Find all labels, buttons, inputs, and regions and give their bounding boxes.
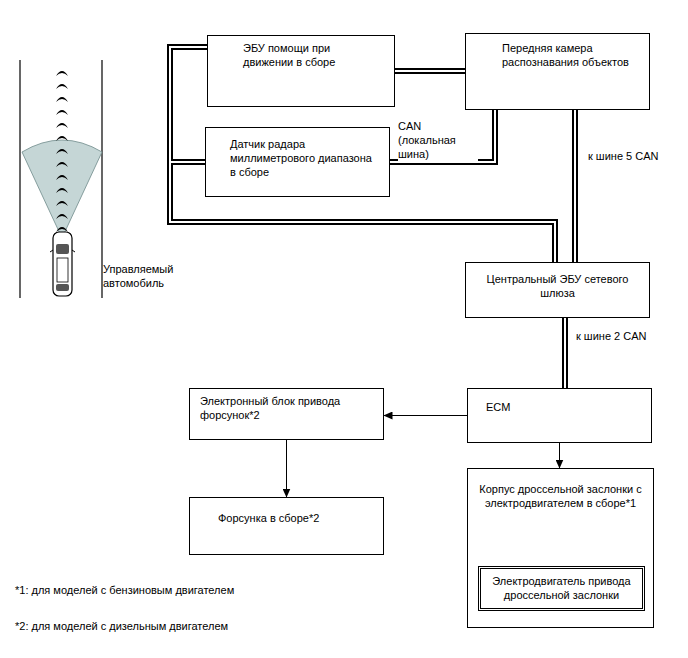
signal-arrow xyxy=(559,443,560,468)
component-box: Передняя камера распознавания объектов xyxy=(465,33,650,110)
box-label: ECM xyxy=(486,401,636,415)
bus-core xyxy=(395,70,465,72)
bus-core xyxy=(574,110,576,262)
signal-arrow xyxy=(286,440,287,497)
box-label: Передняя камера распознавания объектов xyxy=(502,42,642,70)
box-label: Корпус дроссельной заслонки с электродви… xyxy=(478,483,643,511)
component-box: Датчик радара миллиметрового диапазона в… xyxy=(205,127,390,197)
bus-core xyxy=(564,318,566,388)
box-label: Электродвигатель привода дроссельной зас… xyxy=(489,575,634,603)
component-box: ECM xyxy=(467,388,652,443)
motor-box: Электродвигатель привода дроссельной зас… xyxy=(478,566,645,611)
can-bus-line xyxy=(565,318,566,388)
lane-line xyxy=(19,60,20,298)
component-box: Центральный ЭБУ сетевого шлюза xyxy=(465,262,650,318)
footnote: *2: для моделей с дизельным двигателем xyxy=(15,620,315,634)
can-bus-line xyxy=(395,71,465,72)
bus-label: CAN (локальная шина) xyxy=(398,120,478,161)
component-box: ЭБУ помощи при движении в сборе xyxy=(207,35,395,107)
box-label: Форсунка в сборе*2 xyxy=(218,512,378,526)
component-box: Электронный блок привода форсунок*2 xyxy=(189,388,384,440)
box-label: ЭБУ помощи при движении в сборе xyxy=(243,42,383,70)
signal-arrow xyxy=(384,415,467,416)
sensor-range xyxy=(22,140,102,238)
component-box: Корпус дроссельной заслонки с электродви… xyxy=(467,468,654,628)
component-box: Форсунка в сборе*2 xyxy=(189,497,384,555)
box-label: Центральный ЭБУ сетевого шлюза xyxy=(476,273,639,301)
box-label: Электронный блок привода форсунок*2 xyxy=(200,395,375,423)
bus-label: к шине 5 CAN xyxy=(588,150,678,164)
car-symbol xyxy=(50,232,75,296)
direction-chevrons xyxy=(56,71,68,232)
bus-label: к шине 2 CAN xyxy=(576,330,666,344)
vehicle-label: Управляемый автомобиль xyxy=(103,263,193,291)
footnote: *1: для моделей с бензиновым двигателем xyxy=(15,584,315,598)
box-label: Датчик радара миллиметрового диапазона в… xyxy=(230,138,380,179)
can-bus-line xyxy=(575,110,576,262)
